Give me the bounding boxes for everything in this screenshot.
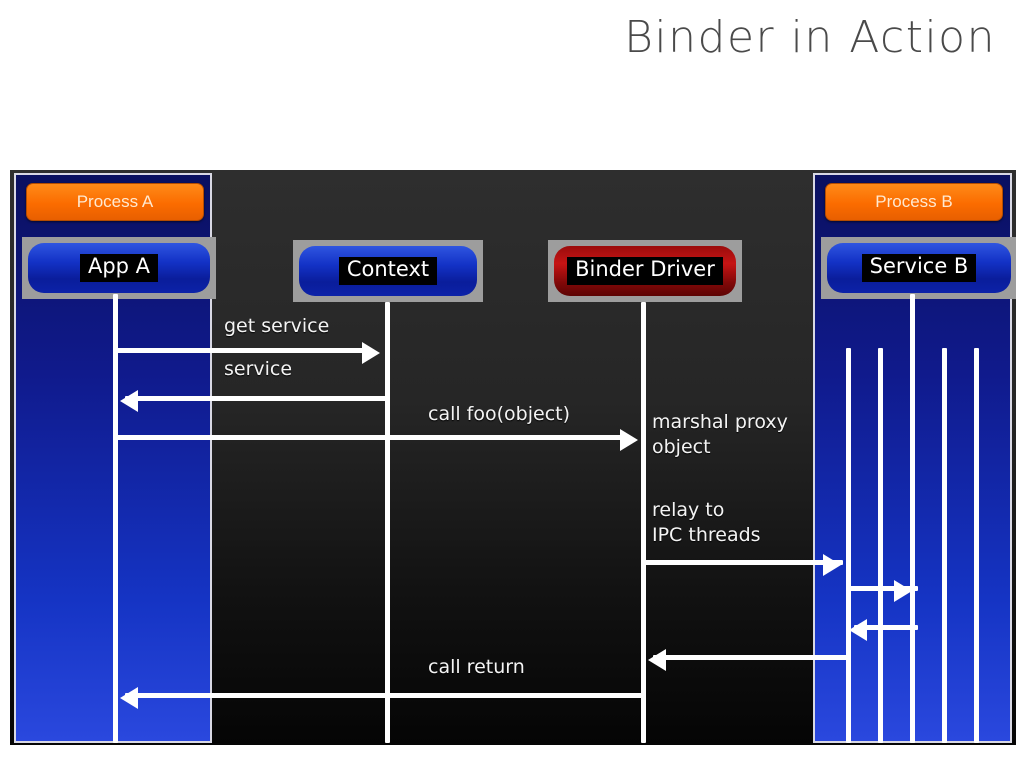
context-label: Context bbox=[338, 257, 438, 285]
process-a-badge: Process A bbox=[26, 183, 204, 221]
page-title: Binder in Action bbox=[624, 12, 996, 63]
actor-app-a[interactable]: App A bbox=[22, 237, 216, 299]
message-service-line bbox=[125, 396, 390, 401]
lifeline-service-b bbox=[910, 294, 915, 743]
message-call-return-b-line bbox=[653, 655, 848, 660]
lifeline-context bbox=[385, 302, 390, 743]
message-get-service-line bbox=[113, 348, 368, 353]
message-call-foo-label: call foo(object) bbox=[428, 403, 570, 425]
actor-context[interactable]: Context bbox=[293, 240, 483, 302]
message-thread2-to-thread1-line bbox=[854, 625, 918, 630]
actor-binder-driver[interactable]: Binder Driver bbox=[548, 240, 742, 302]
app-a-label: App A bbox=[79, 254, 159, 282]
actor-service-b[interactable]: Service B bbox=[821, 237, 1016, 299]
message-relay-line bbox=[641, 560, 843, 565]
service-b-pill: Service B bbox=[827, 243, 1011, 293]
message-thread1-to-thread2-arrowhead bbox=[894, 580, 912, 602]
binder-driver-label: Binder Driver bbox=[567, 257, 723, 285]
service-b-label: Service B bbox=[861, 254, 977, 282]
lifeline-ipc-thread-2 bbox=[878, 348, 883, 743]
message-call-foo-arrowhead bbox=[620, 429, 638, 451]
message-get-service-arrowhead bbox=[362, 342, 380, 364]
message-call-foo-line bbox=[113, 435, 626, 440]
message-service-arrowhead bbox=[120, 390, 138, 412]
message-relay-arrowhead bbox=[823, 554, 841, 576]
app-a-pill: App A bbox=[28, 243, 210, 293]
message-service-label: service bbox=[224, 358, 293, 380]
process-a-panel: Process A App A bbox=[14, 173, 216, 743]
message-get-service-label: get service bbox=[224, 315, 330, 337]
message-call-return-label: call return bbox=[428, 656, 525, 678]
context-pill: Context bbox=[299, 246, 477, 296]
message-thread2-to-thread1-arrowhead bbox=[849, 619, 867, 641]
binder-driver-pill: Binder Driver bbox=[554, 246, 736, 296]
binder-sequence-diagram: Process A App A Process B Service B Cont… bbox=[10, 170, 1016, 745]
process-b-badge: Process B bbox=[825, 183, 1003, 221]
message-call-return-a-line bbox=[125, 693, 646, 698]
lifeline-ipc-thread-1 bbox=[846, 348, 851, 743]
note-marshal-proxy-object: marshal proxy object bbox=[652, 411, 788, 459]
message-thread1-to-thread2-line bbox=[846, 586, 918, 591]
lifeline-ipc-thread-3 bbox=[942, 348, 947, 743]
lifeline-app-a bbox=[113, 294, 118, 743]
lifeline-binder-driver bbox=[641, 302, 646, 743]
lifeline-ipc-thread-4 bbox=[974, 348, 979, 743]
message-call-return-b-arrowhead bbox=[648, 649, 666, 671]
note-relay-to-ipc-threads: relay to IPC threads bbox=[652, 499, 761, 547]
message-call-return-a-arrowhead bbox=[120, 687, 138, 709]
